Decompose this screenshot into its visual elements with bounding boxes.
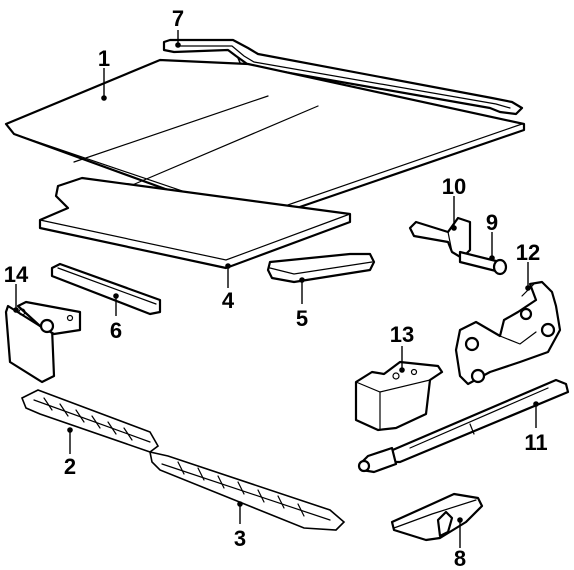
part-8-safety-catch	[390, 492, 484, 542]
part-9-pin	[458, 250, 508, 276]
callout-3: 3	[234, 526, 246, 551]
callout-14: 14	[4, 262, 29, 287]
callout-5: 5	[296, 306, 308, 331]
part-11-lift-support	[357, 378, 570, 474]
callout-12: 12	[516, 240, 540, 265]
callout-13: 13	[390, 322, 414, 347]
callout-10: 10	[442, 174, 466, 199]
part-7-hood-seal	[162, 38, 524, 116]
part-14-hinge-bracket	[4, 300, 82, 384]
callout-8: 8	[454, 546, 466, 570]
callout-6: 6	[110, 318, 122, 343]
part-13-striker-bracket	[354, 360, 444, 432]
part-5-insulation-pad	[266, 252, 376, 284]
callout-labels: 1 2 3 4 5 6 7 8 9 10 11 12 13 14	[4, 6, 548, 570]
leader-lines	[13, 30, 539, 548]
part-12-hood-latch	[454, 280, 562, 386]
part-6-rod	[50, 262, 162, 316]
part-3-lower-molding	[148, 450, 346, 531]
part-4-insulation-pad	[38, 176, 352, 270]
callout-2: 2	[64, 454, 76, 479]
part-2-front-molding	[20, 389, 160, 453]
callout-4: 4	[222, 288, 235, 313]
callout-1: 1	[98, 46, 110, 71]
callout-11: 11	[524, 430, 547, 455]
callout-9: 9	[486, 210, 498, 235]
callout-7: 7	[172, 6, 184, 31]
